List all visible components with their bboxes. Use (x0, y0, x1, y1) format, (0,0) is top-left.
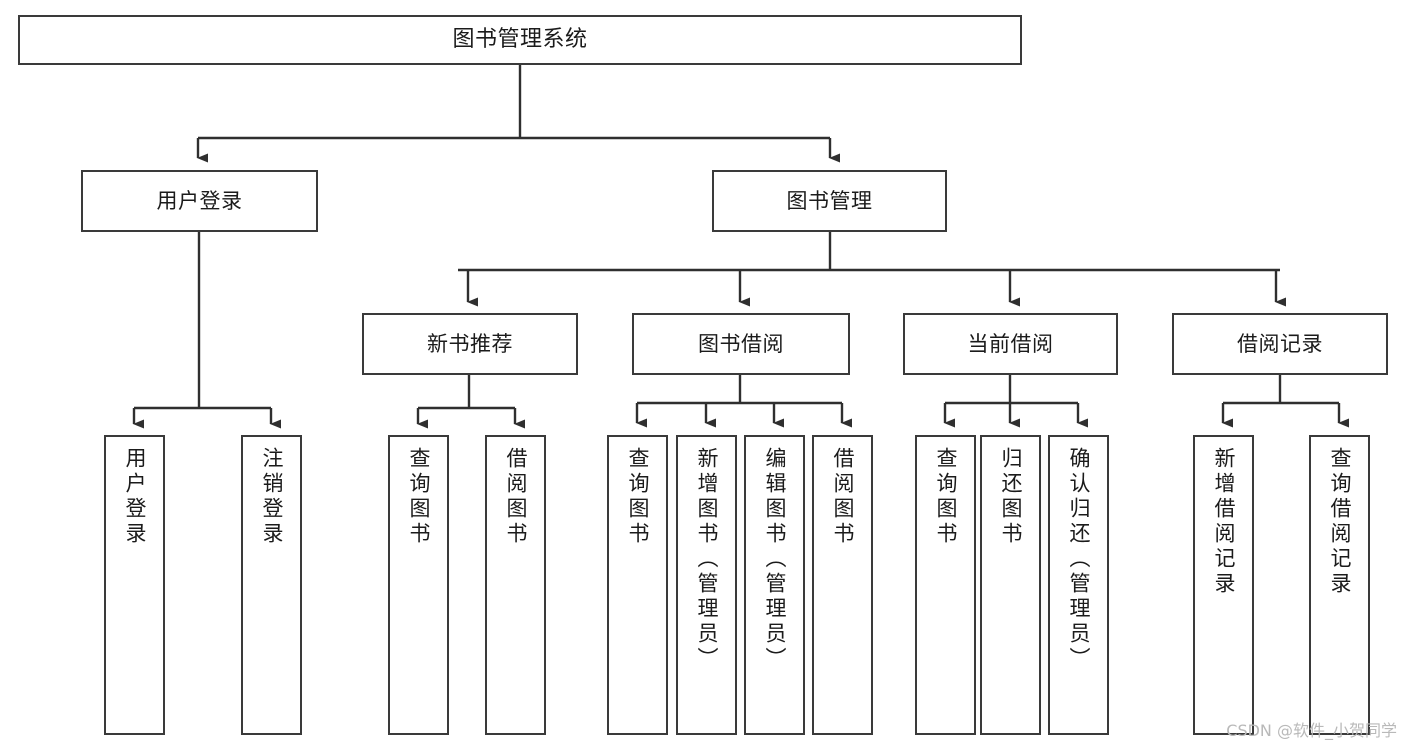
csdn-watermark: CSDN @软件_小贺同学 (1226, 721, 1397, 740)
node-leaf-borrow-book-recommend[interactable]: 借阅图书 (485, 435, 546, 735)
node-label: 新增借阅记录 (1212, 447, 1236, 597)
node-leaf-query-book-recommend[interactable]: 查询图书 (388, 435, 449, 735)
node-label: 查询借阅记录 (1328, 447, 1352, 597)
node-label: 新增图书（管理员） (695, 447, 719, 672)
node-label: 借阅图书 (504, 447, 528, 547)
node-label: 归还图书 (999, 447, 1023, 547)
node-label: 确认归还（管理员） (1067, 447, 1091, 672)
node-label: 用户登录 (156, 188, 243, 213)
node-label: 图书管理 (786, 188, 873, 213)
node-leaf-query-book-current[interactable]: 查询图书 (915, 435, 976, 735)
node-label: 查询图书 (626, 447, 650, 547)
node-label: 图书管理系统 (452, 27, 588, 53)
node-label: 查询图书 (407, 447, 431, 547)
node-leaf-query-borrow-record[interactable]: 查询借阅记录 (1309, 435, 1370, 735)
node-label: 用户登录 (123, 447, 147, 547)
node-borrow-record[interactable]: 借阅记录 (1172, 313, 1388, 375)
node-leaf-add-book-admin[interactable]: 新增图书（管理员） (676, 435, 737, 735)
node-label: 图书借阅 (698, 331, 784, 356)
node-leaf-query-book-borrow[interactable]: 查询图书 (607, 435, 668, 735)
node-leaf-edit-book-admin[interactable]: 编辑图书（管理员） (744, 435, 805, 735)
node-label: 当前借阅 (967, 331, 1054, 356)
node-label: 借阅记录 (1237, 331, 1323, 356)
node-leaf-add-borrow-record[interactable]: 新增借阅记录 (1193, 435, 1254, 735)
node-book-manage[interactable]: 图书管理 (712, 170, 947, 232)
node-root-book-management-system[interactable]: 图书管理系统 (18, 15, 1022, 65)
node-label: 新书推荐 (427, 331, 513, 356)
node-label: 编辑图书（管理员） (763, 447, 787, 672)
node-label: 注销登录 (260, 447, 284, 547)
node-leaf-logout-login[interactable]: 注销登录 (241, 435, 302, 735)
node-label: 借阅图书 (831, 447, 855, 547)
node-book-borrow[interactable]: 图书借阅 (632, 313, 850, 375)
node-user-login[interactable]: 用户登录 (81, 170, 318, 232)
node-leaf-borrow-book-borrow[interactable]: 借阅图书 (812, 435, 873, 735)
node-leaf-confirm-return-admin[interactable]: 确认归还（管理员） (1048, 435, 1109, 735)
node-current-borrow[interactable]: 当前借阅 (903, 313, 1118, 375)
node-leaf-user-login[interactable]: 用户登录 (104, 435, 165, 735)
node-new-book-recommend[interactable]: 新书推荐 (362, 313, 578, 375)
node-label: 查询图书 (934, 447, 958, 547)
node-leaf-return-book[interactable]: 归还图书 (980, 435, 1041, 735)
